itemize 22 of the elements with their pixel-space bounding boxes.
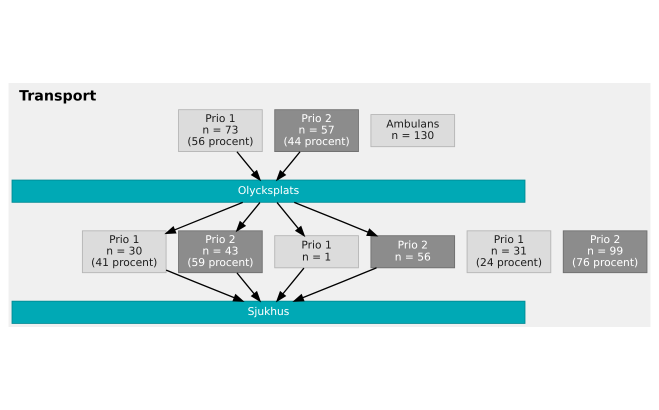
- arrow: [276, 268, 304, 302]
- node-box: Prio 2 n = 57 (44 procent): [274, 109, 359, 152]
- node-box: Prio 2 n = 99 (76 procent): [562, 230, 648, 274]
- arrow: [236, 272, 262, 302]
- diagram-title: Transport: [19, 88, 96, 105]
- arrow: [164, 202, 243, 234]
- arrow: [276, 202, 306, 238]
- node-box: Prio 1 n = 1: [274, 235, 359, 268]
- node-box: Prio 1 n = 31 (24 procent): [466, 230, 552, 274]
- node-box: Olycksplats: [12, 180, 526, 203]
- arrow: [166, 270, 245, 302]
- node-box: Sjukhus: [12, 300, 526, 324]
- arrow: [236, 151, 262, 182]
- arrow: [276, 151, 301, 182]
- node-box: Prio 2 n = 43 (59 procent): [178, 230, 263, 274]
- node-box: Ambulans n = 130: [370, 114, 456, 148]
- node-box: Prio 1 n = 73 (56 procent): [178, 109, 263, 152]
- node-box: Prio 1 n = 30 (41 procent): [82, 230, 167, 274]
- arrow: [236, 202, 260, 232]
- arrow: [294, 202, 378, 236]
- arrow: [292, 267, 377, 302]
- node-box: Prio 2 n = 56: [370, 235, 456, 268]
